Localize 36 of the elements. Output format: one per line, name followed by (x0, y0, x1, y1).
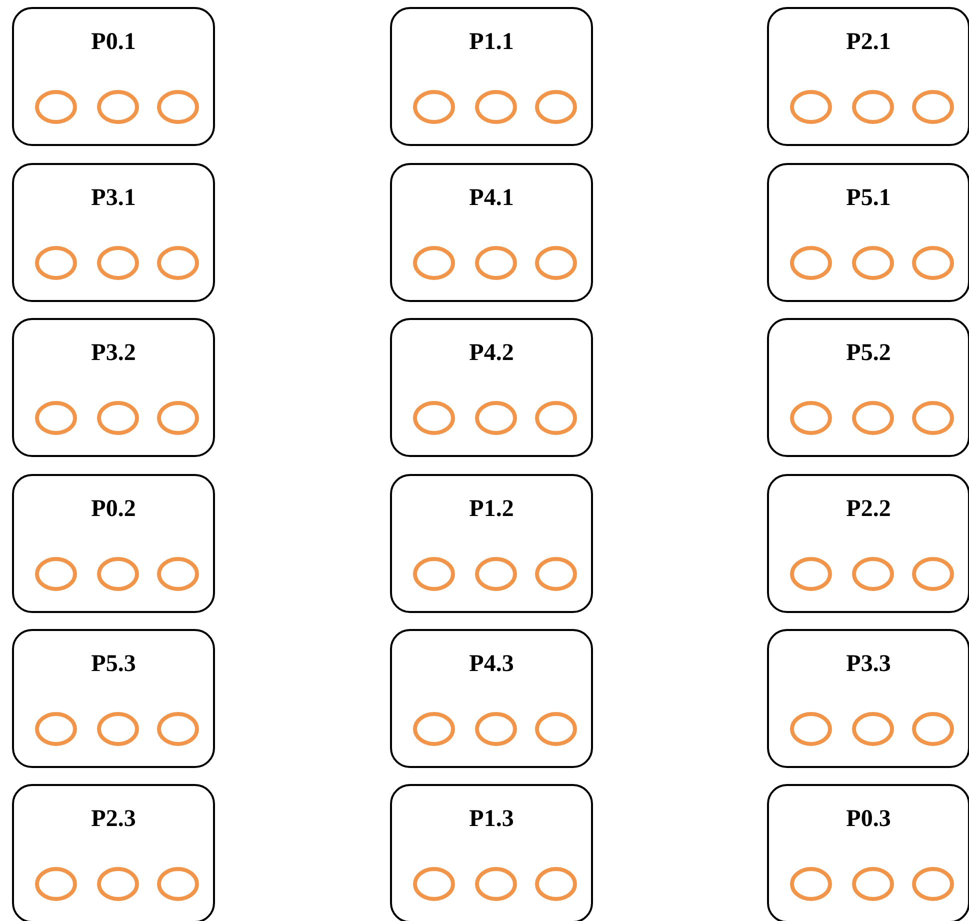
box-title: P3.3 (846, 651, 891, 678)
box-title: P5.2 (846, 340, 891, 367)
rounded-box (12, 629, 215, 768)
rounded-box (390, 474, 593, 613)
box-title: P2.2 (846, 496, 891, 523)
rounded-box (12, 163, 215, 302)
rounded-box (390, 784, 593, 921)
rounded-box (767, 7, 969, 146)
rounded-box (12, 474, 215, 613)
box-title: P0.3 (846, 806, 891, 833)
box-title: P4.1 (469, 185, 514, 212)
rounded-box (767, 318, 969, 457)
rounded-box (767, 784, 969, 921)
box-title: P1.2 (469, 496, 514, 523)
box-title: P3.1 (91, 185, 136, 212)
rounded-box (12, 784, 215, 921)
box-title: P0.2 (91, 496, 136, 523)
box-title: P4.2 (469, 340, 514, 367)
box-title: P1.3 (469, 806, 514, 833)
rounded-box (390, 163, 593, 302)
box-title: P1.1 (469, 29, 514, 56)
box-title: P0.1 (91, 29, 136, 56)
rounded-box (390, 318, 593, 457)
rounded-box (767, 474, 969, 613)
rounded-box (390, 629, 593, 768)
box-title: P2.3 (91, 806, 136, 833)
rounded-box (767, 163, 969, 302)
box-title: P3.2 (91, 340, 136, 367)
box-title: P4.3 (469, 651, 514, 678)
box-title: P5.3 (91, 651, 136, 678)
rounded-box (767, 629, 969, 768)
rounded-box (12, 318, 215, 457)
box-title: P2.1 (846, 29, 891, 56)
box-title: P5.1 (846, 185, 891, 212)
rounded-box (390, 7, 593, 146)
rounded-box (12, 7, 215, 146)
